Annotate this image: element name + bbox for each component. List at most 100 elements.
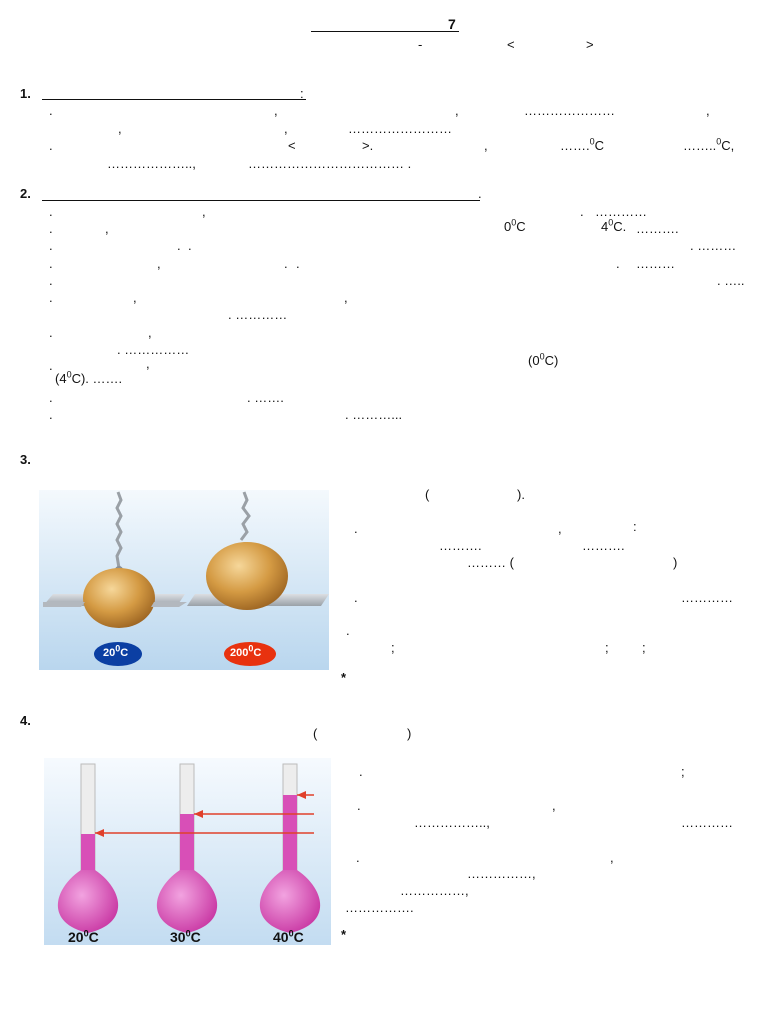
s2-text: .	[284, 256, 288, 271]
section-4-number: 4.	[20, 713, 31, 728]
s2-text: .	[188, 238, 192, 253]
flask-expansion-figure: 200C 300C 400C	[44, 758, 331, 945]
s3-text: ).	[517, 487, 525, 502]
s2-blank: . ………	[690, 238, 737, 253]
lesson-number: 7	[448, 16, 456, 32]
s2-text: .	[616, 256, 620, 271]
s2-blank: ………	[636, 256, 675, 271]
s2-text: ,	[202, 204, 206, 219]
s2-temp-zero: 00C	[504, 217, 526, 234]
section-1-colon: :	[300, 86, 304, 101]
section-1-number: 1.	[20, 86, 31, 101]
s1-text: <	[288, 138, 296, 153]
s3-text: ;	[605, 640, 609, 655]
s2-text: ,	[146, 356, 150, 371]
s2-blank: . …………	[228, 307, 288, 322]
s2-text: .	[49, 358, 53, 373]
s3-text: .	[346, 623, 350, 638]
s3-blank: ……… (	[467, 555, 514, 570]
flask-3-temp-label: 400C	[273, 928, 304, 945]
s2-text: .	[49, 204, 53, 219]
s1-text: ,	[274, 103, 278, 118]
s2-blank: . …….	[247, 390, 284, 405]
s2-temp-four-paren: (40C). …….	[55, 369, 123, 386]
s2-text: .	[580, 204, 584, 219]
s4-text: .	[356, 850, 360, 865]
s1-blank: ………………..,	[107, 156, 196, 171]
s2-text: .	[49, 221, 53, 236]
s2-text: .	[49, 290, 53, 305]
s3-blank: …………	[681, 590, 733, 605]
section-3-number: 3.	[20, 452, 31, 467]
s3-text: )	[673, 555, 678, 570]
s2-text: .	[177, 238, 181, 253]
s2-text: .	[49, 238, 53, 253]
s2-text: .	[49, 325, 53, 340]
s1-blank: ……………………………… .	[248, 156, 412, 171]
hot-temp-label: 2000C	[230, 643, 262, 659]
s4-blank: ……………,	[400, 883, 469, 898]
header-gt: >	[586, 37, 594, 52]
header-lt: <	[507, 37, 515, 52]
s2-text: ,	[344, 290, 348, 305]
s2-temp-zero-paren: (00C)	[528, 351, 559, 368]
s1-text: ,	[284, 121, 288, 136]
s1-text: ,	[484, 138, 488, 153]
s4-text: .	[359, 764, 363, 779]
ball-and-ring-figure: 200C 2000C	[39, 490, 329, 670]
section-2-number: 2.	[20, 186, 31, 201]
s1-blank: …………………	[524, 103, 615, 118]
s2-blank: . …..	[717, 273, 745, 288]
s4-blank: ……………,	[467, 866, 536, 881]
header-dash: -	[418, 37, 423, 52]
flask-1-temp-label: 200C	[68, 928, 99, 945]
s3-text: ;	[391, 640, 395, 655]
s4-text: ;	[681, 764, 685, 779]
s2-temp-four: 40C.	[601, 217, 627, 234]
s1-text: ,	[118, 121, 122, 136]
s4-text: ,	[552, 798, 556, 813]
s3-text: :	[633, 519, 637, 534]
s1-text: >.	[362, 138, 374, 153]
s4-text: ,	[610, 850, 614, 865]
s2-text: .	[49, 390, 53, 405]
s3-text: (	[425, 487, 430, 502]
s3-text: ;	[642, 640, 646, 655]
s2-blank: . ………...	[345, 407, 403, 422]
s4-text: (	[313, 726, 318, 741]
s2-text: .	[49, 273, 53, 288]
s1-temp-1: …….0C	[560, 136, 605, 153]
s4-star: *	[341, 927, 347, 942]
s2-text: .	[296, 256, 300, 271]
s3-text: ,	[558, 521, 562, 536]
section-1-heading-line	[42, 99, 306, 100]
flask-2-temp-label: 300C	[170, 928, 201, 945]
s2-text: ,	[157, 256, 161, 271]
s2-text: ,	[133, 290, 137, 305]
s2-text: .	[49, 256, 53, 271]
s1-text: ,	[706, 103, 710, 118]
s3-text: .	[354, 521, 358, 536]
s2-text: ,	[148, 325, 152, 340]
s2-blank: . ……………	[117, 342, 190, 357]
s2-blank: ……….	[636, 221, 679, 236]
s3-blank: ……….	[439, 538, 482, 553]
s4-blank: …………	[681, 815, 733, 830]
s3-blank: ……….	[582, 538, 625, 553]
s4-text: )	[407, 726, 412, 741]
s1-text: .	[49, 138, 53, 153]
s3-text: .	[354, 590, 358, 605]
s2-text: .	[49, 407, 53, 422]
section-2-period: .	[478, 186, 482, 201]
s1-temp-2: ……..0C,	[683, 136, 735, 153]
s2-text: ,	[105, 221, 109, 236]
s4-blank: …………….	[345, 900, 414, 915]
s4-blank: ……………..,	[414, 815, 490, 830]
s2-blank: …………	[595, 204, 647, 219]
s4-text: .	[357, 798, 361, 813]
s1-text: .	[49, 103, 53, 118]
cold-temp-label: 200C	[103, 643, 129, 659]
s1-text: ,	[455, 103, 459, 118]
s3-star: *	[341, 670, 347, 685]
s1-blank: ……………………	[348, 121, 452, 136]
